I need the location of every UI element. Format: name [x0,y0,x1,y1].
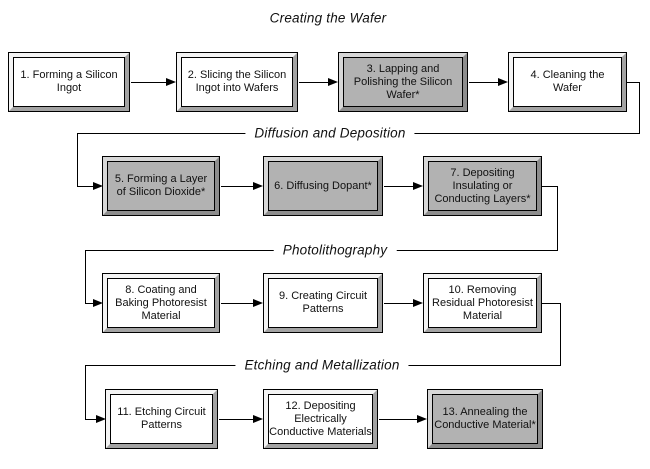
step-label-2: 2. Slicing the Silicon Ingot into Wafers [187,69,287,94]
connector-7-8-stub [542,186,558,187]
arrow-step11-step12 [219,415,263,423]
connector-7-8-vertical-left [85,250,86,303]
step-label-11: 11. Etching Circuit Patterns [117,406,206,431]
step-box-4: 4. Cleaning the Wafer [508,52,627,112]
connector-4-5-vertical-left [77,133,78,186]
step-label-6: 6. Diffusing Dopant* [274,179,372,192]
step-label-9: 9. Creating Circuit Patterns [278,290,368,315]
step-label-10: 10. Removing Residual Photoresist Materi… [432,283,533,322]
step-label-5: 5. Forming a Layer of Silicon Dioxide* [114,173,208,198]
step-box-5: 5. Forming a Layer of Silicon Dioxide* [102,156,220,216]
step-label-3: 3. Lapping and Polishing the Silicon Waf… [353,62,453,101]
arrow-into-step11 [85,415,106,423]
step-box-2: 2. Slicing the Silicon Ingot into Wafers [176,52,298,112]
connector-10-11-stub [542,303,561,304]
arrow-into-step5 [77,182,103,190]
step-box-13: 13. Annealing the Conductive Material* [427,389,543,449]
section-heading-creating-the-wafer: Creating the Wafer [260,10,396,26]
step-label-7: 7. Depositing Insulating or Conducting L… [434,166,531,205]
step-label-4: 4. Cleaning the Wafer [530,69,605,94]
step-box-1: 1. Forming a Silicon Ingot [8,52,130,112]
arrow-step5-step6 [221,182,263,190]
step-label-8: 8. Coating and Baking Photoresist Materi… [115,283,207,322]
step-box-11: 11. Etching Circuit Patterns [105,389,218,449]
arrow-step3-step4 [469,78,508,86]
section-heading-diffusion-and-deposition: Diffusion and Deposition [245,125,415,141]
step-label-1: 1. Forming a Silicon Ingot [20,69,118,94]
step-box-8: 8. Coating and Baking Photoresist Materi… [102,273,220,333]
step-box-10: 10. Removing Residual Photoresist Materi… [423,273,542,333]
connector-10-11-vertical-right [560,303,561,365]
step-box-6: 6. Diffusing Dopant* [263,156,383,216]
step-box-3: 3. Lapping and Polishing the Silicon Waf… [338,52,468,112]
step-box-12: 12. Depositing Electrically Conductive M… [263,389,378,449]
arrow-into-step8 [85,299,103,307]
connector-10-11-vertical-left [85,365,86,419]
arrow-step8-step9 [221,299,263,307]
connector-4-5-stub [627,82,640,83]
arrow-step1-step2 [131,78,176,86]
section-heading-etching-and-metallization: Etching and Metallization [235,357,409,373]
arrow-step12-step13 [379,415,427,423]
arrow-step2-step3 [299,78,338,86]
step-label-12: 12. Depositing Electrically Conductive M… [269,399,372,438]
arrow-step6-step7 [384,182,423,190]
arrow-step9-step10 [384,299,423,307]
step-box-7: 7. Depositing Insulating or Conducting L… [423,156,542,216]
step-label-13: 13. Annealing the Conductive Material* [434,406,536,431]
section-heading-photolithography: Photolithography [273,242,397,258]
connector-7-8-vertical-right [557,186,558,250]
step-box-9: 9. Creating Circuit Patterns [263,273,383,333]
connector-4-5-vertical-right [639,82,640,134]
